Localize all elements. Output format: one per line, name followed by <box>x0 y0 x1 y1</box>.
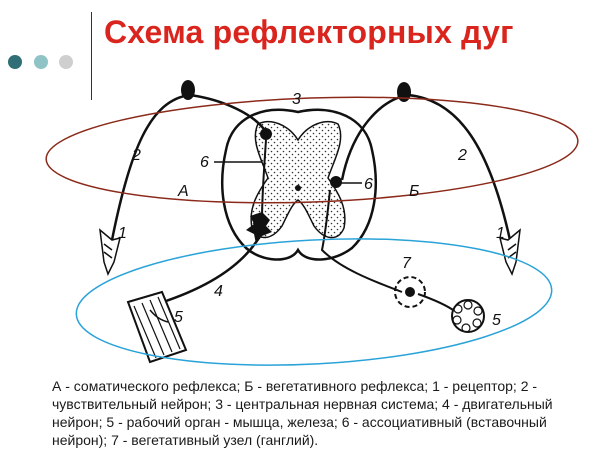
motor-fibre <box>159 235 262 305</box>
label-b: Б <box>409 183 419 200</box>
label-5-left: 5 <box>174 309 183 326</box>
figure-caption: А - соматического рефлекса; Б - вегетати… <box>52 377 592 449</box>
label-6-left: 6 <box>200 154 209 171</box>
label-6-right: 6 <box>364 176 373 193</box>
central-canal <box>295 185 301 191</box>
label-2-right: 2 <box>457 147 467 164</box>
dot-dark <box>8 55 22 69</box>
title-divider <box>91 12 92 100</box>
label-5-right: 5 <box>492 312 501 329</box>
label-7: 7 <box>402 255 412 272</box>
muscle <box>126 290 188 364</box>
left-ganglion <box>181 80 195 100</box>
right-ganglion <box>397 82 411 102</box>
postganglionic-fibre <box>417 293 457 313</box>
label-1-left: 1 <box>118 225 127 242</box>
dot-light <box>34 55 48 69</box>
label-3: 3 <box>292 91 301 108</box>
gland-lobules <box>452 300 483 333</box>
right-sensory-fibre <box>340 93 512 241</box>
left-association-neuron <box>260 128 272 140</box>
right-preganglionic-fibre <box>320 189 403 293</box>
label-a: А <box>177 183 189 200</box>
left-receptor <box>99 228 122 276</box>
label-2-left: 2 <box>131 147 141 164</box>
ganglion-neuron <box>405 287 415 297</box>
ellipse-cns <box>45 96 579 204</box>
vegetative-ganglion <box>394 276 426 308</box>
ellipse-periphery <box>75 238 553 366</box>
label-1-right: 1 <box>496 225 505 242</box>
right-association-neuron <box>330 176 342 188</box>
page-title: Схема рефлекторных дуг <box>104 14 514 50</box>
label-4: 4 <box>214 283 223 300</box>
left-sensory-fibre <box>110 93 268 241</box>
motor-neuron <box>246 212 272 244</box>
caption-text: А - соматического рефлекса; Б - вегетати… <box>52 378 553 448</box>
dot-grey <box>59 55 73 69</box>
